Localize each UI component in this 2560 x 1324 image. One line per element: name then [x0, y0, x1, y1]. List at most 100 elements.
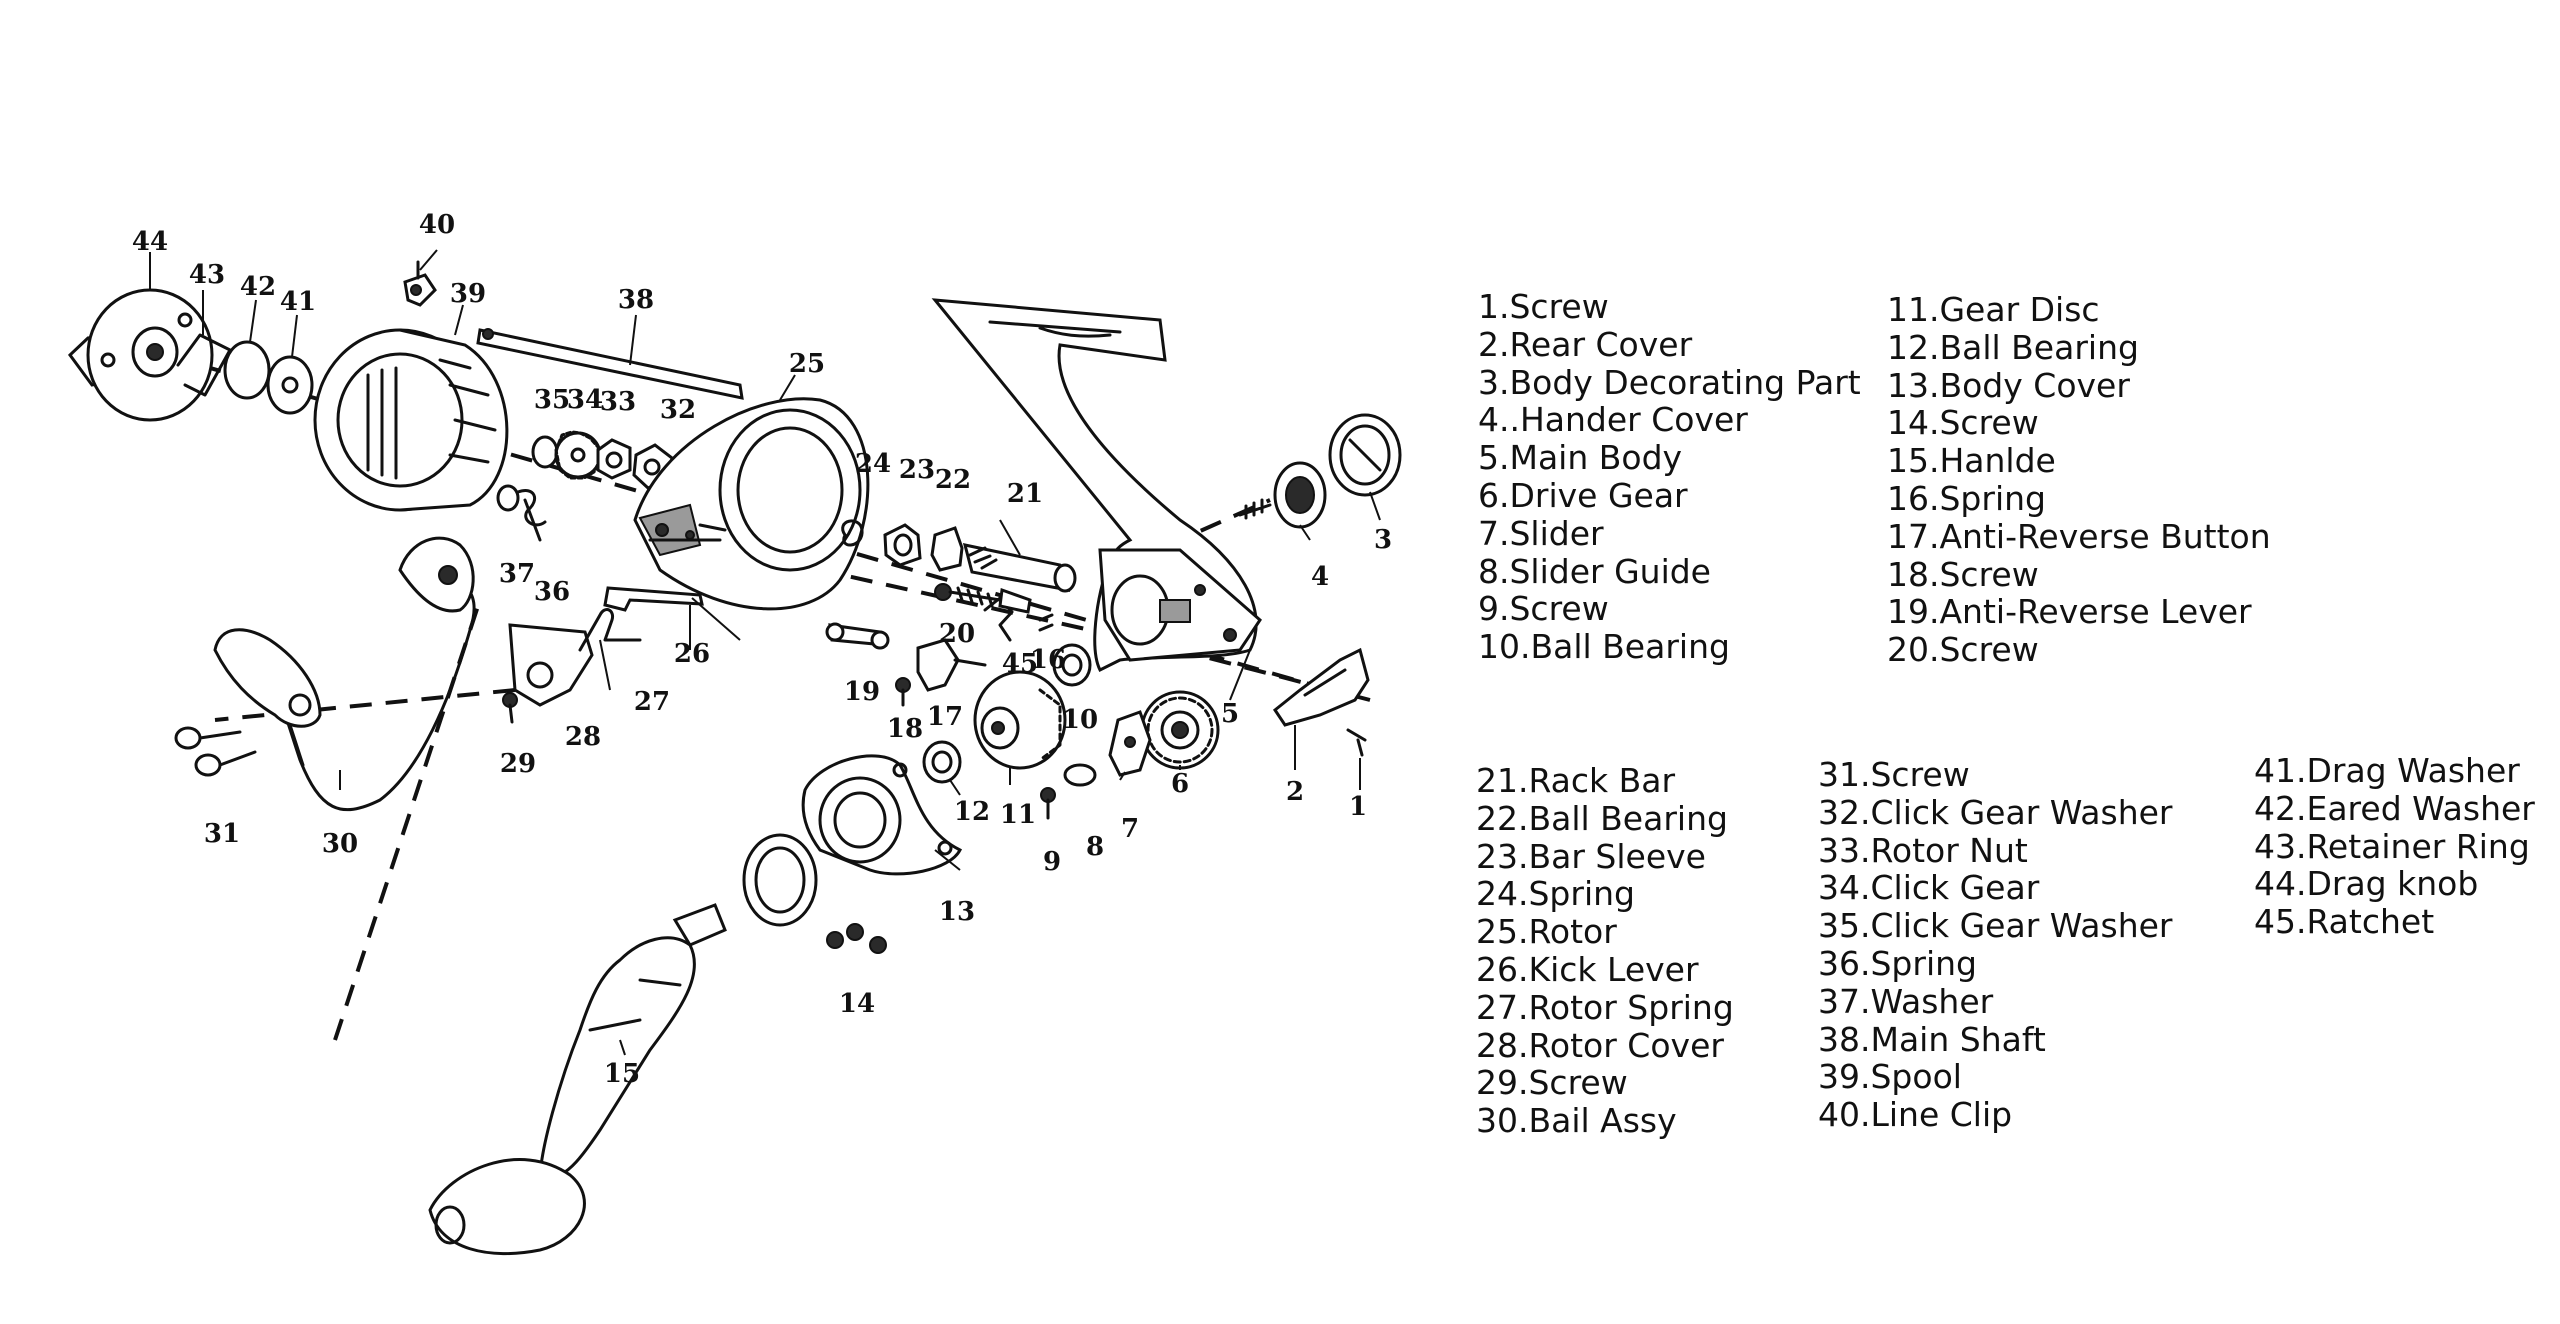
- legend-item: 41.Drag Washer: [2254, 751, 2520, 790]
- legend-item: 10.Ball Bearing: [1478, 627, 1730, 667]
- legend-item: 44.Drag knob: [2254, 864, 2479, 904]
- drive-gear: [1140, 690, 1220, 770]
- screw-18: [895, 677, 911, 707]
- screws-31: [174, 726, 257, 777]
- line-clip: [403, 260, 437, 307]
- legend-item: 42.Eared Washer: [2254, 788, 2535, 828]
- callout-41: 41: [280, 287, 316, 317]
- anti-reverse-button: [916, 638, 987, 692]
- callout-35: 35: [534, 385, 570, 415]
- callout-19: 19: [844, 677, 880, 707]
- legend-item: 18.Screw: [1887, 554, 2039, 594]
- callout-4: 4: [1311, 562, 1329, 592]
- rotor-spring: [578, 608, 642, 652]
- callout-40: 40: [419, 210, 455, 240]
- body-cover: [801, 754, 963, 876]
- callout-8: 8: [1086, 832, 1104, 862]
- legend-item: 19.Anti-Reverse Lever: [1887, 592, 2252, 632]
- legend-item: 2.Rear Cover: [1478, 324, 1693, 364]
- legend-item: 28.Rotor Cover: [1476, 1025, 1724, 1065]
- legend-item: 13.Body Cover: [1887, 365, 2130, 405]
- callout-3: 3: [1374, 525, 1392, 555]
- callout-23: 23: [899, 455, 935, 485]
- leader-lines: [149, 249, 1381, 1056]
- kick-lever: [603, 586, 704, 612]
- screw-1: [1346, 728, 1367, 757]
- callout-10: 10: [1062, 705, 1098, 735]
- main-shaft: [476, 328, 744, 400]
- legend-item: 15.Hanlde: [1887, 441, 2056, 481]
- legend-item: 34.Click Gear: [1818, 868, 2040, 908]
- callout-numbers: 44 43 42 41 40 39 38 35 34 33 32 25 24 2…: [132, 210, 1392, 1089]
- callout-15: 15: [604, 1059, 640, 1089]
- legend-item: 12.Ball Bearing: [1887, 327, 2139, 367]
- legend-item: 43.Retainer Ring: [2254, 826, 2530, 866]
- handle: [428, 903, 727, 1256]
- screw-9: [1040, 787, 1056, 820]
- callout-26: 26: [674, 639, 710, 669]
- ball-bearing-12: [922, 740, 962, 784]
- callout-39: 39: [450, 279, 486, 309]
- rotor: [633, 397, 870, 611]
- legend-item: 26.Kick Lever: [1476, 949, 1699, 989]
- callout-17: 17: [927, 702, 963, 732]
- parts-legend-column-1: 1.Screw 2.Rear Cover 3.Body Decorating P…: [1478, 288, 1861, 666]
- legend-item: 30.Bail Assy: [1476, 1101, 1677, 1141]
- body-decorating-part: [1328, 413, 1402, 497]
- callout-6: 6: [1171, 769, 1189, 799]
- callout-13: 13: [939, 897, 975, 927]
- legend-item: 29.Screw: [1476, 1063, 1628, 1103]
- screws-14: [826, 923, 887, 954]
- callout-45: 45: [1002, 649, 1038, 679]
- anti-reverse-lever: [825, 622, 890, 650]
- callout-44: 44: [132, 227, 168, 257]
- legend-item: 4..Hander Cover: [1478, 400, 1748, 440]
- legend-item: 31.Screw: [1818, 755, 1970, 794]
- legend-item: 6.Drive Gear: [1478, 475, 1688, 515]
- callout-2: 2: [1286, 777, 1304, 807]
- callout-18: 18: [887, 714, 923, 744]
- callout-28: 28: [565, 722, 601, 752]
- callout-11: 11: [1000, 800, 1036, 830]
- callout-38: 38: [618, 285, 654, 315]
- legend-item: 7.Slider: [1478, 513, 1604, 553]
- callout-16: 16: [1030, 645, 1066, 675]
- drag-knob: [68, 288, 214, 422]
- callout-27: 27: [634, 687, 670, 717]
- legend-item: 37.Washer: [1818, 981, 1994, 1021]
- drag-washer: [266, 355, 314, 415]
- legend-item: 17.Anti-Reverse Button: [1887, 516, 2271, 556]
- callout-12: 12: [954, 797, 990, 827]
- rack-bar: [962, 543, 1077, 593]
- legend-item: 20.Screw: [1887, 630, 2039, 670]
- legend-item: 11.Gear Disc: [1887, 290, 2100, 329]
- legend-item: 40.Line Clip: [1818, 1095, 2013, 1135]
- callout-1: 1: [1349, 792, 1367, 822]
- callout-42: 42: [240, 272, 276, 302]
- legend-item: 36.Spring: [1818, 943, 1977, 983]
- handle-ring: [742, 833, 818, 927]
- legend-item: 1.Screw: [1478, 287, 1609, 326]
- spool: [313, 328, 509, 512]
- callout-33: 33: [600, 387, 636, 417]
- legend-item: 9.Screw: [1478, 589, 1609, 629]
- callout-9: 9: [1043, 847, 1061, 877]
- rear-cover: [1272, 647, 1370, 727]
- legend-item: 8.Slider Guide: [1478, 551, 1711, 591]
- hander-cover: [1238, 461, 1327, 529]
- callout-29: 29: [500, 749, 536, 779]
- bail-assy: [213, 536, 476, 811]
- callout-43: 43: [189, 260, 225, 290]
- legend-item: 33.Rotor Nut: [1818, 830, 2028, 870]
- callout-25: 25: [789, 349, 825, 379]
- legend-item: 5.Main Body: [1478, 438, 1683, 478]
- callout-24: 24: [855, 449, 891, 479]
- legend-item: 32.Click Gear Washer: [1818, 792, 2173, 832]
- slider: [1108, 710, 1152, 777]
- callout-31: 31: [204, 819, 240, 849]
- legend-item: 14.Screw: [1887, 403, 2039, 443]
- legend-item: 38.Main Shaft: [1818, 1019, 2046, 1059]
- legend-item: 23.Bar Sleeve: [1476, 836, 1706, 876]
- legend-item: 22.Ball Bearing: [1476, 798, 1728, 838]
